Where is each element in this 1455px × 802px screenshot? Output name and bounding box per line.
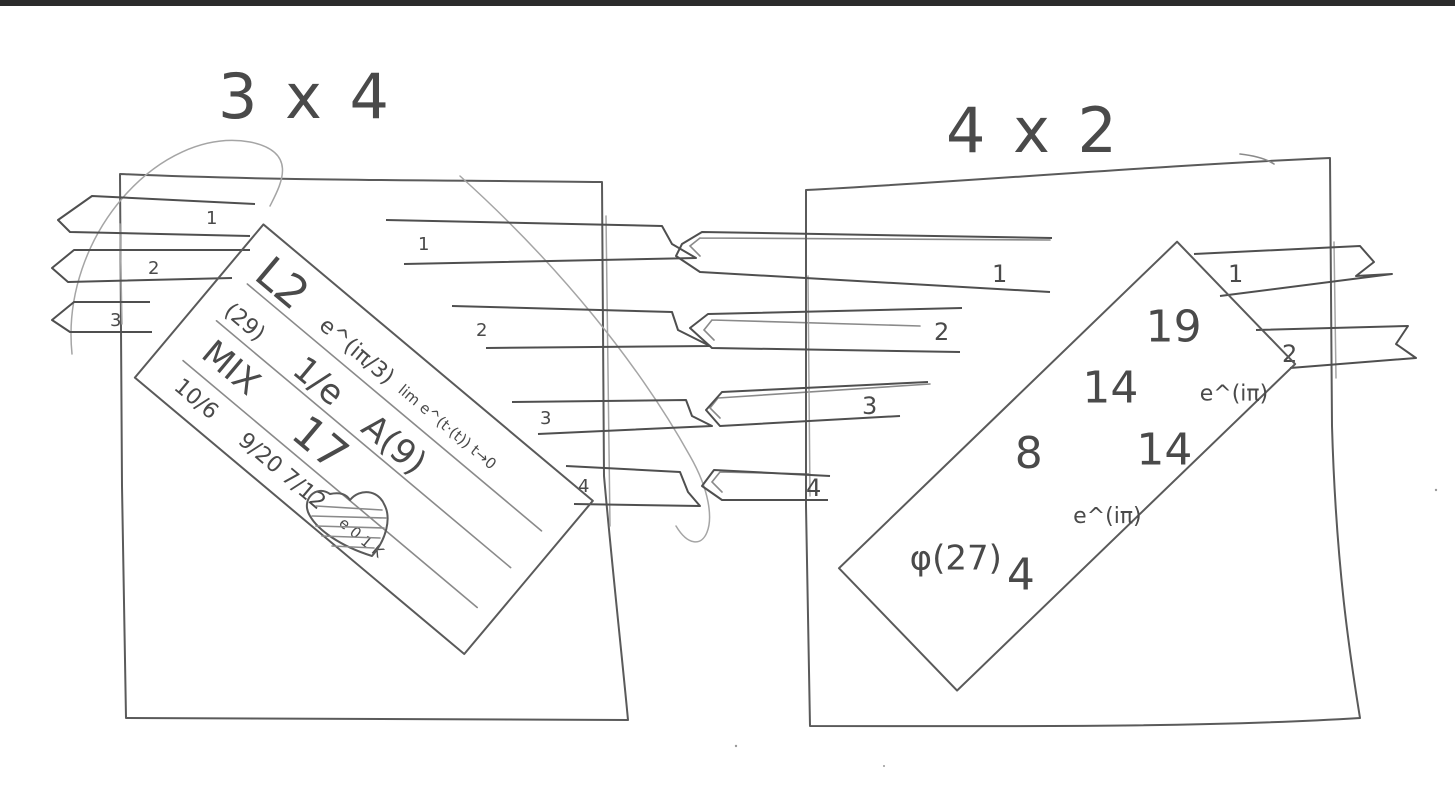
left-column-tab-label: 2 bbox=[476, 320, 487, 341]
left-matrix-dimension-label: 3 x 4 bbox=[218, 60, 393, 133]
right-column-tab: 1 bbox=[1193, 245, 1393, 297]
right-row-tab: 1 bbox=[675, 231, 1053, 293]
left-diagonal-entry: 10/6 bbox=[169, 374, 223, 425]
left-column-tab-label: 4 bbox=[578, 476, 589, 497]
right-row-tab-label: 2 bbox=[934, 318, 949, 346]
scan-speck bbox=[883, 765, 885, 767]
connector-arrow bbox=[708, 383, 931, 419]
right-diagonal-entry: 19 bbox=[1146, 302, 1202, 353]
left-diagonal-entry: A(9) bbox=[354, 407, 434, 484]
right-row-tab: 3 bbox=[705, 381, 929, 427]
right-matrix-guide-line bbox=[1333, 241, 1337, 379]
left-row-tab: 1 bbox=[57, 195, 256, 237]
left-row-tab-label: 2 bbox=[148, 258, 159, 279]
right-diagonal-entry: 4 bbox=[1007, 550, 1035, 601]
right-matrix-corner-mark bbox=[1239, 153, 1275, 165]
connector-arrow bbox=[688, 237, 1051, 257]
right-diagonal-strip: 19 14 8 φ(27) e^(iπ) 14 e^(iπ) 4 bbox=[837, 240, 1297, 692]
connector-arrow bbox=[702, 319, 921, 341]
right-row-tab: 4 bbox=[701, 469, 831, 502]
left-column-tab-label: 3 bbox=[540, 408, 551, 429]
right-column-tab-label: 1 bbox=[1228, 260, 1243, 288]
left-diagonal-entry: L2 bbox=[245, 247, 318, 320]
left-diagonal-rule bbox=[182, 359, 479, 609]
left-diagonal-strip: L2 e^(iπ/3) lim e^(t·(t)) t→0 (29) 1/e A… bbox=[133, 223, 594, 656]
right-diagonal-entry: 14 bbox=[1136, 425, 1192, 476]
heart-shading bbox=[311, 505, 387, 549]
right-matrix-dimension-label: 4 x 2 bbox=[946, 94, 1121, 167]
left-matrix-frame bbox=[119, 173, 629, 721]
right-diagonal-strip-frame bbox=[837, 240, 1297, 692]
scan-speck bbox=[734, 744, 738, 748]
left-matrix-guide-line bbox=[119, 223, 123, 325]
right-row-tab-label: 4 bbox=[806, 474, 821, 502]
left-row-tab-label: 1 bbox=[206, 208, 217, 229]
left-column-tab: 1 bbox=[385, 219, 697, 265]
right-matrix: 4 x 2 1 2 3 4 1 2 bbox=[675, 94, 1417, 728]
left-diagonal-entry: 1/e bbox=[285, 349, 352, 414]
left-column-tab: 4 bbox=[565, 465, 701, 507]
right-diagonal-entry: 14 bbox=[1082, 363, 1138, 414]
right-matrix-frame bbox=[805, 157, 1361, 728]
scan-speck bbox=[1434, 488, 1438, 492]
heart-doodle bbox=[305, 489, 389, 557]
left-row-tab: 3 bbox=[51, 301, 152, 333]
left-matrix-guide-line bbox=[605, 215, 611, 527]
left-row-tab: 2 bbox=[51, 249, 250, 283]
right-diagonal-entry: 8 bbox=[1015, 428, 1043, 479]
matrix-multiplication-sketch: 3 x 4 1 2 3 1 2 bbox=[51, 60, 1438, 767]
left-diagonal-strip-frame bbox=[133, 223, 594, 656]
right-row-tab-label: 3 bbox=[862, 392, 877, 420]
right-diagonal-entry: φ(27) bbox=[910, 538, 1002, 578]
left-diagonal-rule bbox=[215, 319, 512, 569]
right-diagonal-entry: e^(iπ) bbox=[1200, 382, 1269, 407]
right-matrix-guide-line bbox=[807, 275, 811, 497]
right-row-tab-label: 1 bbox=[992, 260, 1007, 288]
scan-top-edge bbox=[0, 0, 1455, 6]
left-matrix-wrap-oval bbox=[70, 139, 284, 355]
left-column-tab-label: 1 bbox=[418, 234, 429, 255]
right-diagonal-entry: e^(iπ) bbox=[1073, 504, 1142, 529]
left-diagonal-rule bbox=[246, 283, 543, 532]
left-column-tab: 2 bbox=[451, 305, 711, 349]
left-column-tab: 3 bbox=[511, 399, 713, 435]
left-row-tab-label: 3 bbox=[110, 310, 121, 331]
right-row-tab: 2 bbox=[689, 307, 963, 353]
left-matrix: 3 x 4 1 2 3 1 2 bbox=[51, 60, 713, 721]
